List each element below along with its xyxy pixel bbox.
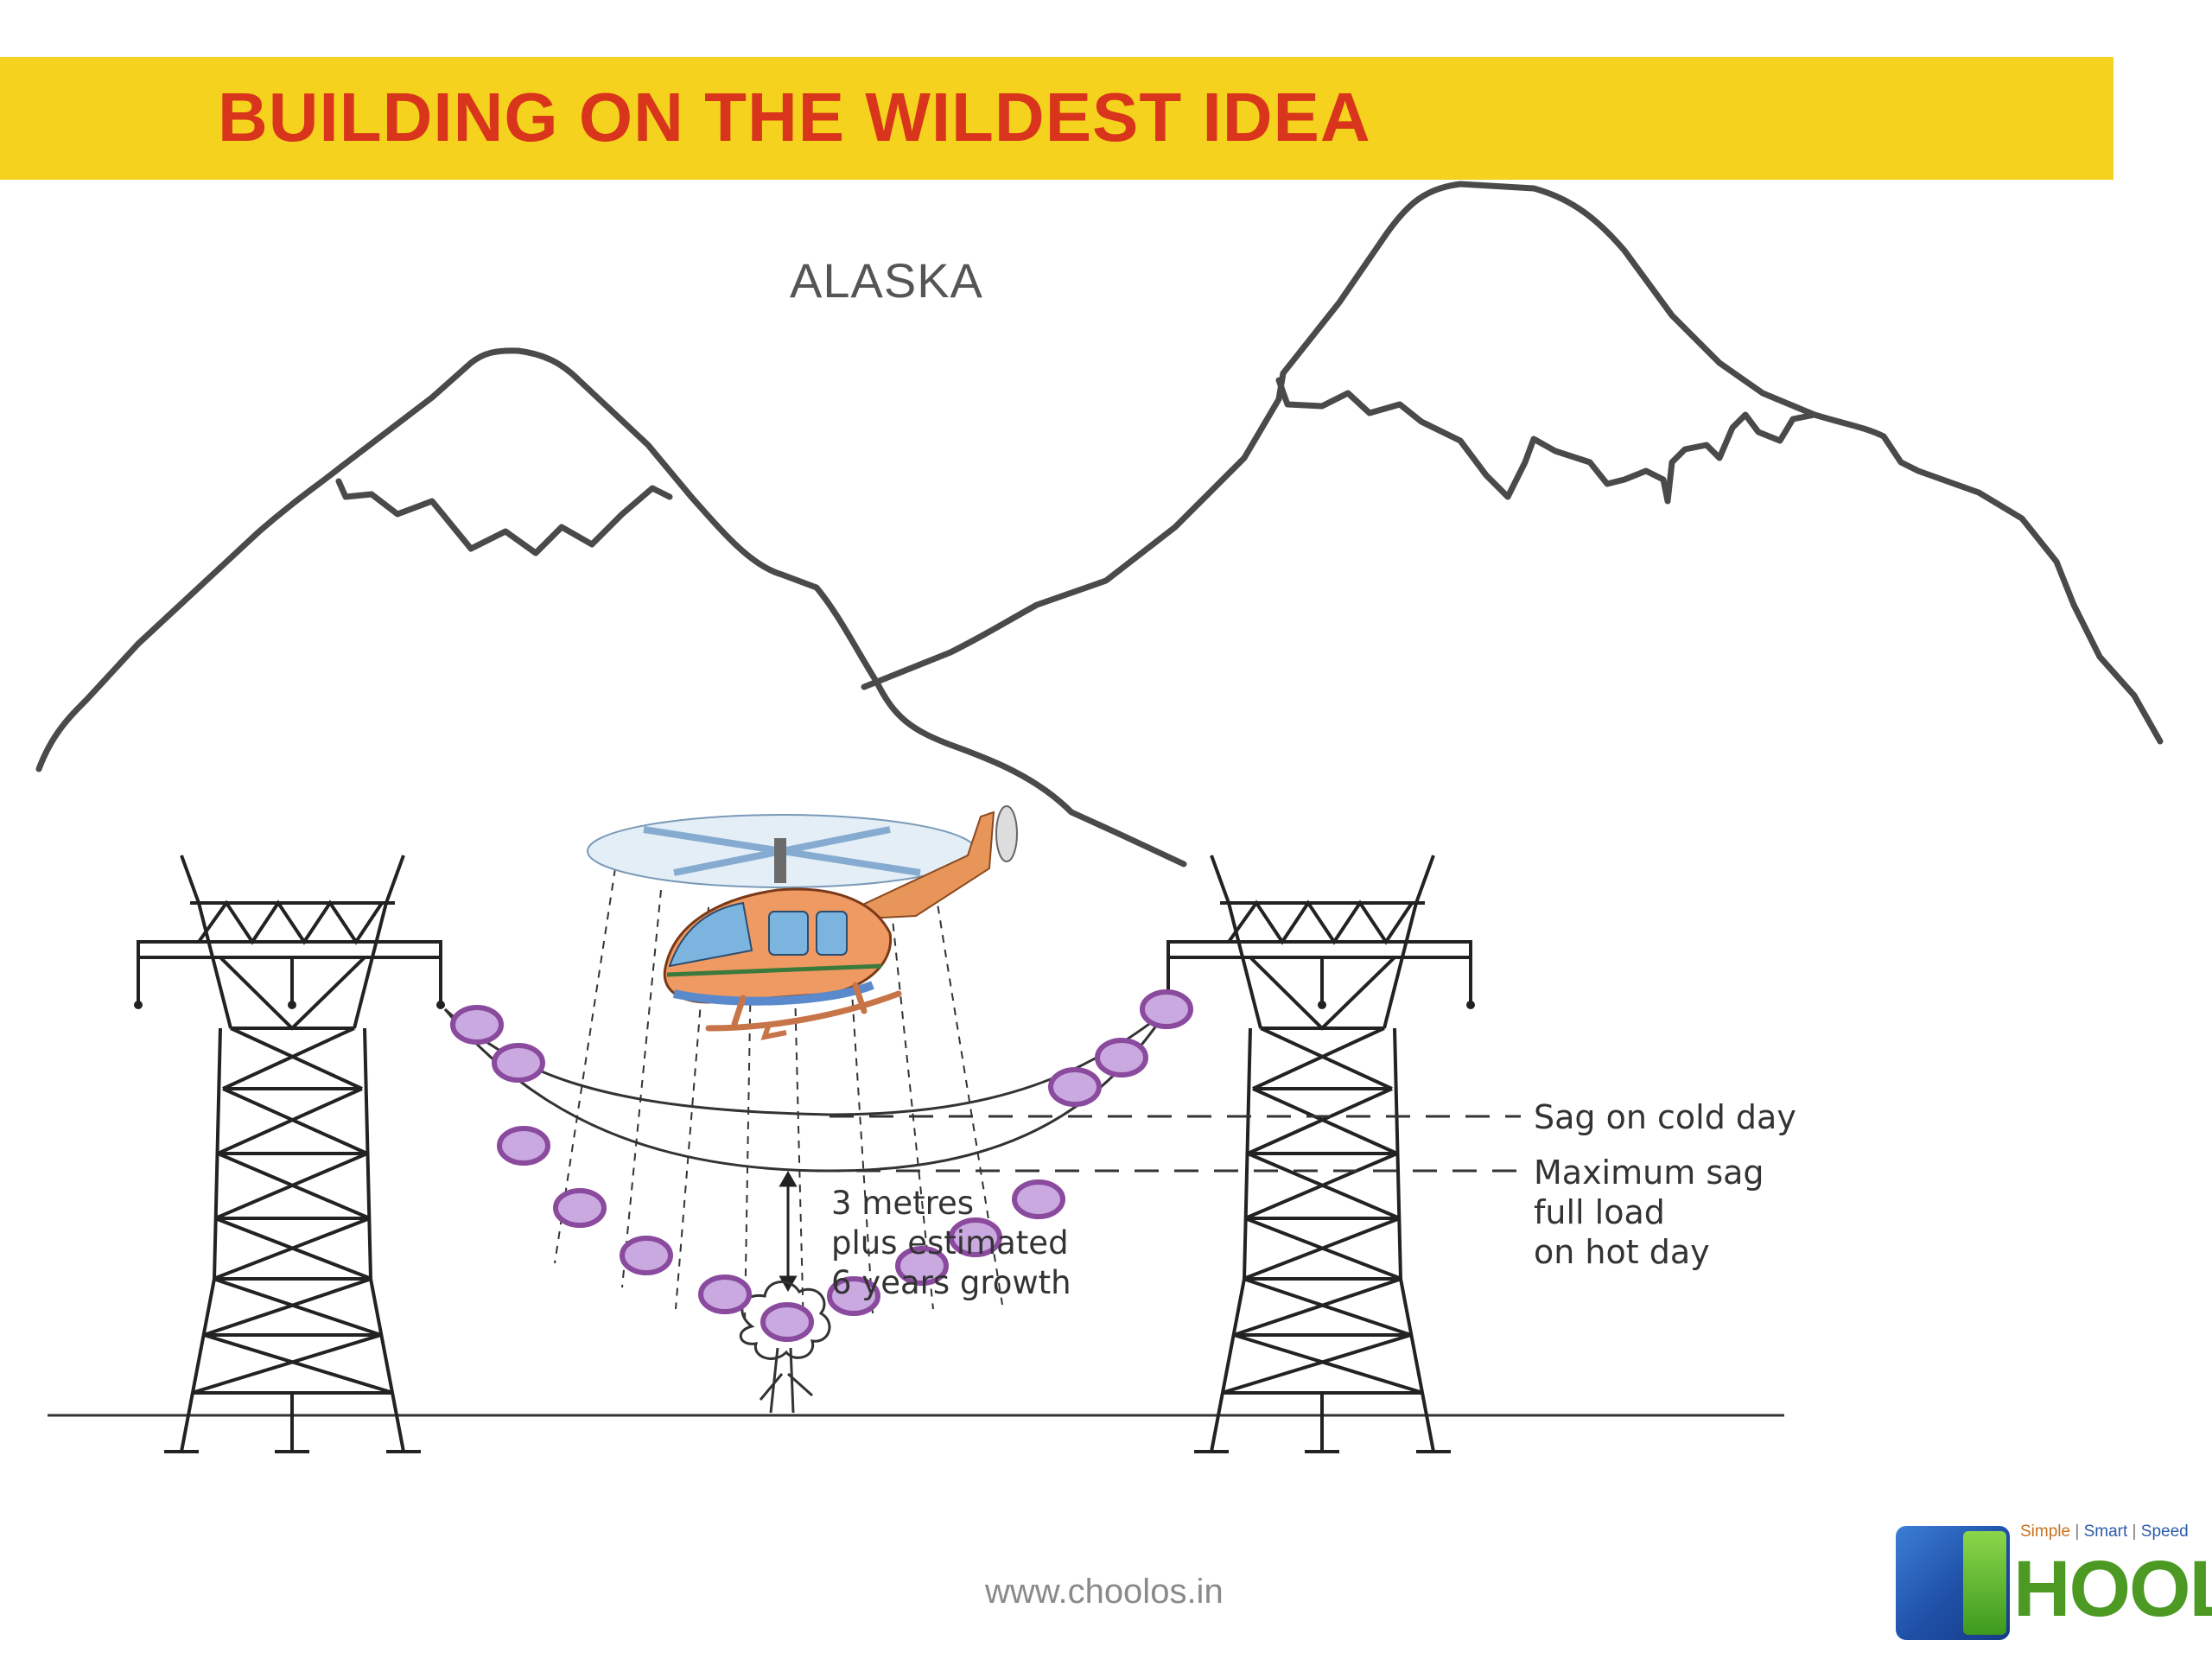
tree-icon <box>740 1281 831 1414</box>
marker <box>698 1274 752 1314</box>
power-tower-icon <box>137 855 442 1453</box>
max-sag-line: Maximum sag <box>1534 1154 1764 1192</box>
helicopter-icon <box>587 805 1018 1040</box>
marker <box>1012 1179 1065 1219</box>
marker <box>760 1302 814 1342</box>
max-sag-line: full load <box>1534 1193 1665 1231</box>
mountain-icon <box>35 181 2164 868</box>
title-banner <box>0 57 2113 180</box>
max-sag-label: Maximum sag full load on hot day <box>1534 1153 1764 1272</box>
region-label: ALASKA <box>790 253 983 308</box>
sag-reference-lines <box>817 1115 1521 1173</box>
inspection-markers <box>450 989 1193 1342</box>
clearance-line: 6 years growth <box>831 1264 1071 1301</box>
marker <box>949 1217 1002 1257</box>
marker <box>620 1236 673 1275</box>
marker <box>1140 989 1193 1029</box>
website-url[interactable]: www.choolos.in <box>985 1573 1224 1611</box>
logo-c-mark <box>1896 1526 2010 1640</box>
logo-wordmark: HOOLS <box>2013 1545 2212 1633</box>
helicopter-scan-beams <box>554 868 1003 1332</box>
marker <box>450 1005 504 1045</box>
marker <box>895 1246 949 1286</box>
marker <box>1095 1038 1148 1077</box>
sag-cold-label: Sag on cold day <box>1534 1098 1796 1136</box>
marker <box>827 1276 880 1316</box>
marker <box>553 1188 607 1228</box>
clearance-label: 3 metres plus estimated 6 years growth <box>831 1184 1071 1303</box>
logo-tagline: Simple | Smart | Speed <box>2020 1522 2189 1541</box>
power-tower-icon <box>1166 855 1472 1453</box>
max-sag-line: on hot day <box>1534 1233 1710 1271</box>
marker <box>492 1043 545 1083</box>
marker <box>497 1126 550 1166</box>
choolos-logo: Simple | Smart | Speed HOOLS <box>1896 1522 2212 1643</box>
marker <box>1048 1067 1102 1107</box>
page-title: BUILDING ON THE WILDEST IDEA <box>218 79 1371 156</box>
clearance-arrow <box>779 1170 798 1293</box>
clearance-line: 3 metres <box>831 1185 975 1222</box>
clearance-line: plus estimated <box>831 1224 1069 1262</box>
